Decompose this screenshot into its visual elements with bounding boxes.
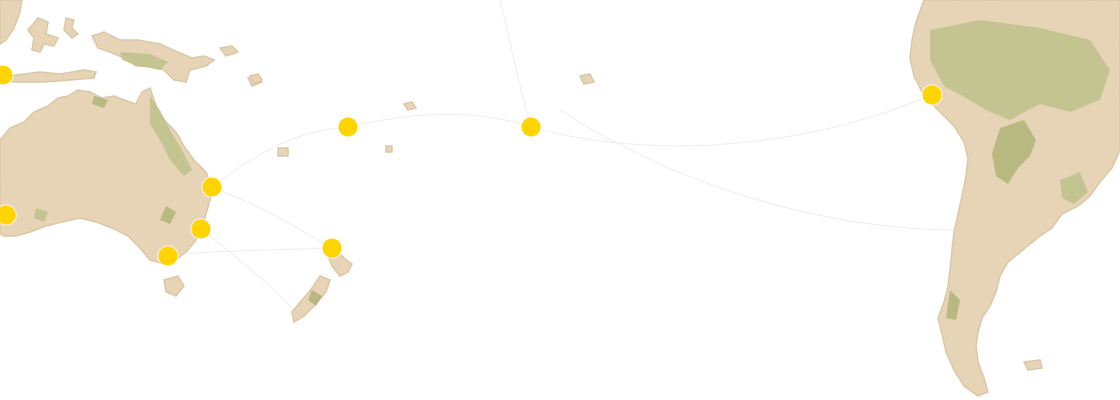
- marker-dot[interactable]: [202, 177, 222, 197]
- vegetation: [34, 20, 1110, 320]
- route-line: [211, 186, 333, 249]
- marker-dot[interactable]: [521, 117, 541, 137]
- route-line: [559, 109, 961, 231]
- route-line: [167, 247, 333, 256]
- route-lines: [167, 0, 961, 321]
- lima-marker[interactable]: [921, 84, 943, 106]
- landmass-new-caledonia: [248, 73, 264, 86]
- landmass-fiji: [402, 101, 418, 111]
- landmass-islet: [277, 147, 289, 157]
- markers[interactable]: [0, 64, 943, 267]
- sydney-marker[interactable]: [190, 218, 212, 240]
- landmass-samoa: [578, 73, 596, 85]
- landmass-borneo-fragment: [0, 0, 23, 45]
- western-australia-north-marker[interactable]: [0, 64, 14, 86]
- landmass-timor-chain: [6, 69, 97, 83]
- route-line: [211, 126, 349, 188]
- marker-dot[interactable]: [0, 205, 16, 225]
- landmass-maluku: [63, 17, 80, 39]
- landmass-new-britain: [218, 45, 240, 57]
- landmass-australia: [0, 86, 213, 265]
- landmass-tasmania: [163, 275, 185, 297]
- pacific-island-east-marker[interactable]: [520, 116, 542, 138]
- western-australia-south-marker[interactable]: [0, 204, 17, 226]
- route-line: [530, 94, 933, 147]
- marker-dot[interactable]: [322, 238, 342, 258]
- marker-dot[interactable]: [922, 85, 942, 105]
- route-line: [499, 0, 532, 128]
- marker-dot[interactable]: [191, 219, 211, 239]
- route-line: [347, 113, 532, 128]
- pacific-island-west-marker[interactable]: [337, 116, 359, 138]
- marker-dot[interactable]: [338, 117, 358, 137]
- melbourne-marker[interactable]: [157, 245, 179, 267]
- landmass-sulawesi: [27, 17, 60, 53]
- brisbane-marker[interactable]: [201, 176, 223, 198]
- landmass-tonga: [385, 145, 393, 153]
- route-line: [200, 228, 301, 321]
- auckland-marker[interactable]: [321, 237, 343, 259]
- marker-dot[interactable]: [158, 246, 178, 266]
- marker-dot[interactable]: [0, 65, 13, 85]
- landmass-falklands: [1022, 359, 1043, 371]
